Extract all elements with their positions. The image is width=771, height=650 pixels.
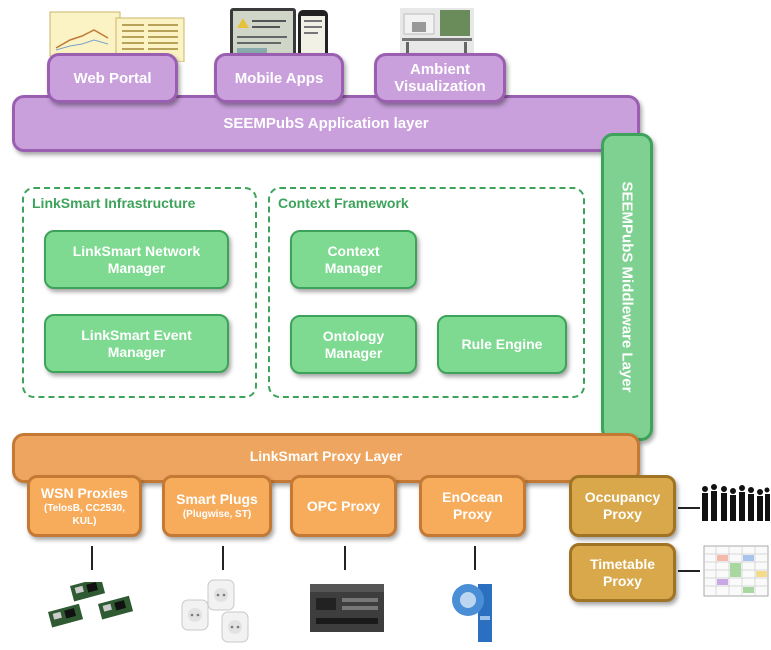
ambient-visualization-label: Ambient Visualization	[394, 61, 486, 95]
timetable-grid-image	[703, 545, 769, 597]
ambient-display-photo	[400, 8, 474, 56]
wsn-connector	[91, 546, 93, 570]
enocean-proxy-box: EnOcean Proxy	[419, 475, 526, 537]
occupancy-proxy-box: Occupancy Proxy	[569, 475, 676, 537]
ontology-manager-box: Ontology Manager	[290, 315, 417, 374]
opc-plc-device-image	[310, 584, 384, 632]
event-manager-label: LinkSmart Event Manager	[81, 326, 192, 360]
smart-plug-devices-image	[181, 579, 249, 643]
enocean-proxy-label: EnOcean Proxy	[442, 489, 503, 522]
event-manager-box: LinkSmart Event Manager	[44, 314, 229, 373]
web-portal-screenshot	[49, 11, 185, 62]
wsn-proxies-label: WSN Proxies	[40, 484, 129, 501]
middleware-layer: SEEMPubS Middleware Layer	[601, 133, 653, 441]
application-layer-label: SEEMPubS Application layer	[223, 115, 429, 132]
occupancy-people-image	[702, 484, 770, 521]
linksmart-infrastructure-group: LinkSmart Infrastructure	[22, 187, 257, 398]
web-portal-box: Web Portal	[47, 53, 178, 103]
plugs-connector	[222, 546, 224, 570]
ontology-manager-label: Ontology Manager	[322, 327, 385, 361]
opc-proxy-label: OPC Proxy	[306, 497, 381, 514]
context-manager-label: Context Manager	[324, 242, 383, 276]
context-framework-group: Context Framework	[268, 187, 585, 398]
application-layer: SEEMPubS Application layer	[12, 95, 640, 152]
mobile-apps-box: Mobile Apps	[214, 53, 344, 103]
ambient-visualization-box: Ambient Visualization	[374, 53, 506, 103]
opc-proxy-box: OPC Proxy	[290, 475, 397, 537]
smart-plugs-sublabel: (Plugwise, ST)	[182, 509, 252, 520]
timetable-proxy-box: Timetable Proxy	[569, 543, 676, 602]
web-portal-label: Web Portal	[73, 69, 152, 87]
mobile-apps-label: Mobile Apps	[234, 69, 324, 87]
rule-engine-label: Rule Engine	[461, 336, 543, 352]
wsn-proxies-sublabel: (TelosB, CC2530, KUL)	[44, 502, 125, 527]
opc-connector	[344, 546, 346, 570]
network-manager-box: LinkSmart Network Manager	[44, 230, 229, 289]
network-manager-label: LinkSmart Network Manager	[72, 242, 201, 276]
wsn-proxies-box: WSN Proxies (TelosB, CC2530, KUL)	[27, 475, 142, 537]
context-manager-box: Context Manager	[290, 230, 417, 289]
rule-engine-box: Rule Engine	[437, 315, 567, 374]
timetable-connector	[678, 570, 700, 572]
occupancy-proxy-label: Occupancy Proxy	[584, 489, 661, 522]
linksmart-infrastructure-title: LinkSmart Infrastructure	[32, 195, 196, 211]
smart-plugs-label: Smart Plugs	[176, 491, 258, 507]
wsn-sensor-boards-image	[48, 582, 134, 628]
mobile-app-screenshot	[230, 8, 328, 62]
timetable-proxy-label: Timetable Proxy	[589, 555, 656, 589]
enocean-module-image	[452, 584, 492, 642]
enocean-connector	[474, 546, 476, 570]
proxy-layer-label: LinkSmart Proxy Layer	[249, 448, 403, 464]
middleware-layer-label: SEEMPubS Middleware Layer	[618, 181, 636, 393]
smart-plugs-box: Smart Plugs (Plugwise, ST)	[162, 475, 272, 537]
context-framework-title: Context Framework	[278, 195, 409, 211]
occupancy-connector	[678, 507, 700, 509]
